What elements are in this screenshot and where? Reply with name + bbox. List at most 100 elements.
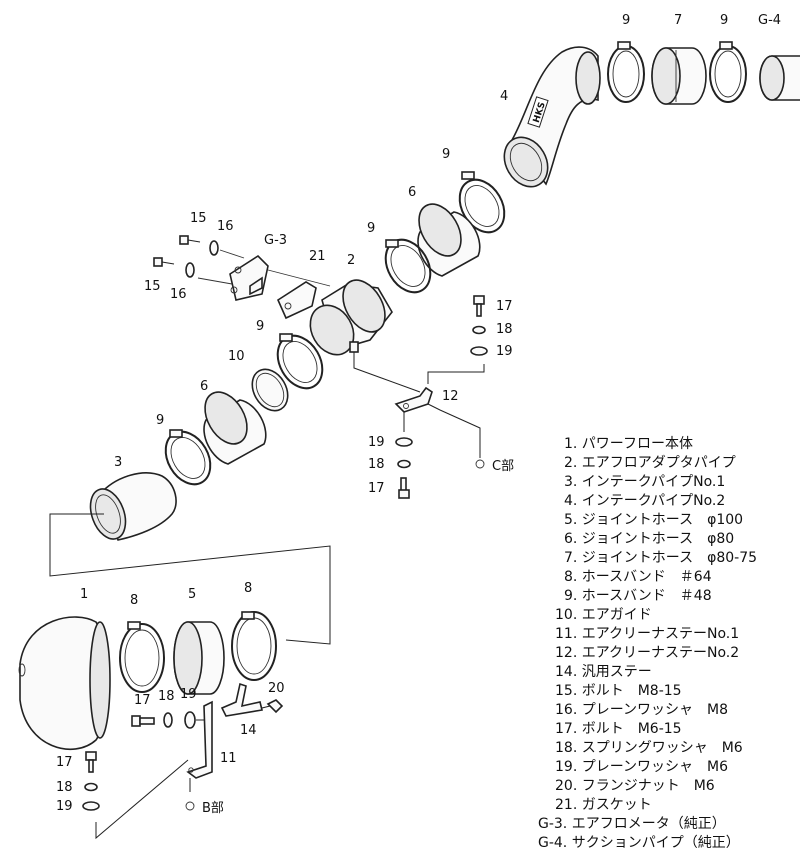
hose-band-9-mid-lower [384,238,432,294]
air-cleaner-stay-no1 [186,700,213,779]
callout-9: 9 [622,13,630,28]
callout-17: 17 [56,755,73,770]
callout-15: 15 [190,211,207,226]
callout-16: 16 [170,287,187,302]
callout-9: 9 [156,413,164,428]
parts-list: 1. パワーフロー本体 2. エアフロアダプタパイプ 3. インテークパイプNo… [538,436,757,851]
parts-list-item: 14. 汎用ステー [555,664,652,680]
callout-10: 10 [228,349,245,364]
callout-21: 21 [309,249,326,264]
bolt-17-bottom [131,715,155,727]
hose-band-8-right [231,611,277,681]
flange-nut-20 [266,699,284,714]
bolt-17-c [398,477,410,499]
callout-c-part: C部 [492,459,514,474]
callout-19: 19 [368,435,385,450]
parts-list-item: 16. プレーンワッシャ M8 [555,702,728,718]
intake-pipe-no2: HKS [503,46,601,188]
parts-list-item: 2. エアフロアダプタパイプ [564,455,736,471]
callout-18: 18 [56,780,73,795]
parts-list-item: 9. ホースバンド ＃48 [564,588,712,604]
parts-list-item: 6. ジョイントホース φ80 [564,531,734,547]
callout-b-part: B部 [202,801,224,816]
callout-17: 17 [134,693,151,708]
parts-list-item: G-3. エアフロメータ（純正） [538,816,726,832]
parts-list-item: 12. エアクリーナステーNo.2 [555,645,739,661]
callout-9: 9 [367,221,375,236]
callout-18: 18 [158,689,175,704]
callout-1: 1 [80,587,88,602]
washer-18-c [397,459,411,469]
callout-5: 5 [188,587,196,602]
air-guide-10 [251,368,289,412]
washer-19-bottom [184,711,196,729]
parts-list-item: 15. ボルト M8-15 [555,683,682,699]
hose-band-9-lowest [164,429,212,486]
callout-14: 14 [240,723,257,738]
washer-18-bottom [163,712,173,728]
g3-airflow-meter [229,254,269,301]
washer-19-left [82,801,100,811]
callout-6: 6 [408,185,416,200]
callout-18: 18 [496,322,513,337]
bolt-17-right [473,295,485,317]
callout-2: 2 [347,253,355,268]
joint-hose-6-low [203,391,267,465]
callout-12: 12 [442,389,459,404]
bolt-15-upper [179,235,201,245]
callout-9: 9 [720,13,728,28]
callout-15: 15 [144,279,161,294]
callout-16: 16 [217,219,234,234]
power-flow-body [18,616,111,750]
hose-band-9-top-left [607,41,645,103]
callout-g3: G-3 [264,233,287,248]
parts-list-item: 21. ガスケット [555,797,652,813]
hose-band-9-mid-upper [458,171,506,234]
callout-g4: G-4 [758,13,781,28]
b-part-marker [185,801,195,811]
callout-8: 8 [244,581,252,596]
callout-18: 18 [368,457,385,472]
callout-19: 19 [56,799,73,814]
callout-19: 19 [496,344,513,359]
c-part-marker [475,459,485,469]
airflow-adapter-pipe [309,279,393,356]
hose-band-8-left [119,621,165,693]
callout-19: 19 [180,687,197,702]
callout-7: 7 [674,13,682,28]
parts-list-item: 11. エアクリーナステーNo.1 [555,626,739,642]
g4-suction-pipe [759,55,800,101]
hose-band-9-top-right [709,41,747,103]
washer-18-right [472,325,486,335]
parts-list-item: 3. インテークパイプNo.1 [564,474,725,490]
callout-17: 17 [496,299,513,314]
joint-hose-5 [173,621,225,695]
washer-19-right [470,346,488,356]
parts-list-item: 20. フランジナット M6 [555,778,715,794]
parts-list-item: 8. ホースバンド ＃64 [564,569,712,585]
gasket-21 [276,281,317,320]
joint-hose-6-mid [417,203,481,277]
callout-6: 6 [200,379,208,394]
callout-17: 17 [368,481,385,496]
parts-list-item: 19. プレーンワッシャ M6 [555,759,728,775]
callout-labels: 9 7 9 G-4 4 9 6 9 2 15 16 G-3 21 15 16 9… [56,13,781,816]
callout-8: 8 [130,593,138,608]
air-cleaner-stay-no2 [394,386,433,413]
parts-list-item: 7. ジョイントホース φ80-75 [564,550,757,566]
callout-4: 4 [500,89,508,104]
callout-9: 9 [442,147,450,162]
parts-list-item: G-4. サクションパイプ（純正） [538,835,740,851]
washer-16-upper [209,240,219,256]
callout-11: 11 [220,751,237,766]
bolt-17-left [85,751,97,773]
intake-pipe-no1 [89,472,177,541]
parts-list-item: 17. ボルト M6-15 [555,721,682,737]
parts-list-item: 1. パワーフロー本体 [564,436,693,452]
general-stay-14 [220,682,263,717]
parts-list-item: 5. ジョイントホース φ100 [564,512,743,528]
parts-list-item: 18. スプリングワッシャ M6 [555,740,743,756]
bolt-15-lower [153,257,175,267]
callout-3: 3 [114,455,122,470]
